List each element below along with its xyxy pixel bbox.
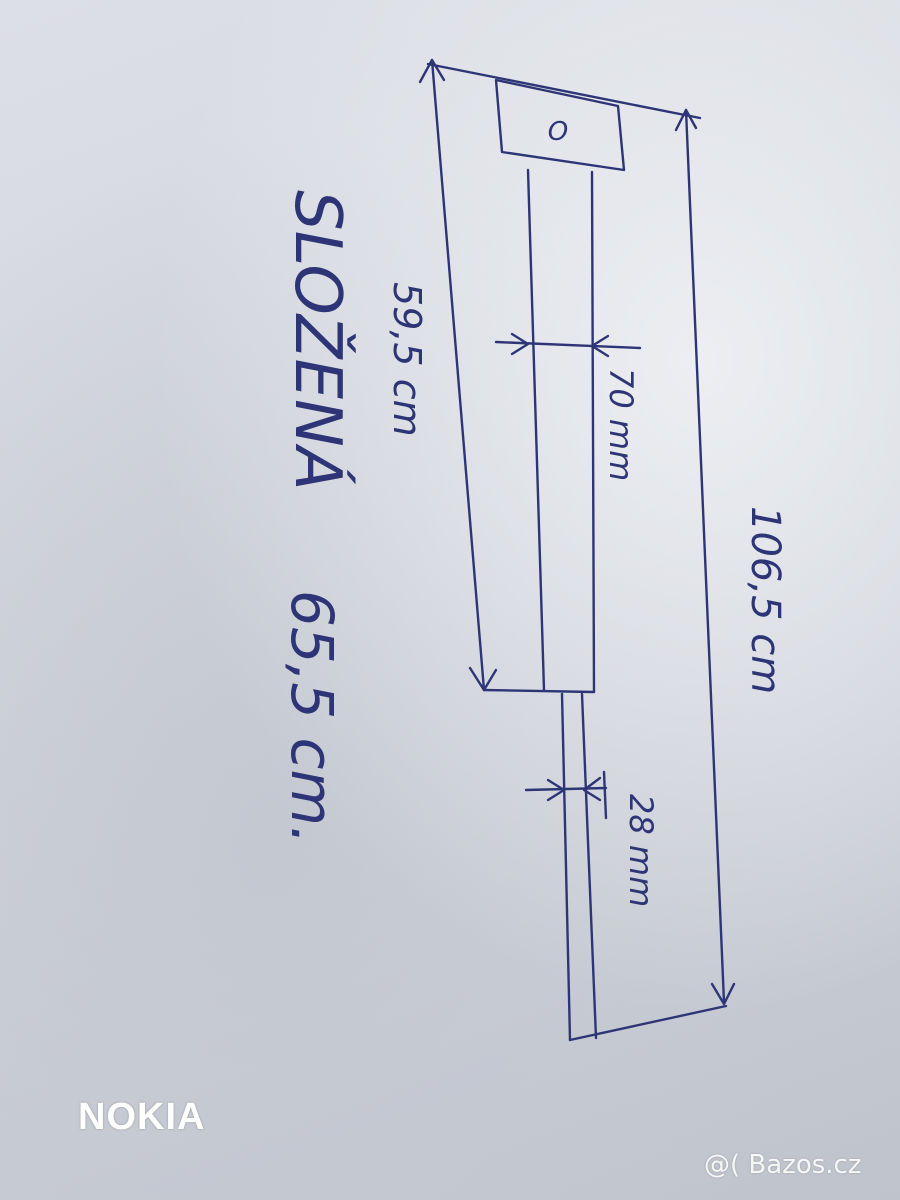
top-edge-line: [426, 62, 702, 120]
lower-bar-right-edge: [580, 692, 598, 1040]
folded-word-label: SLOŽENÁ: [280, 190, 356, 491]
lower-bar-bottom-edge: [568, 1004, 728, 1042]
width-28-arrow-right: [582, 776, 602, 802]
dim-right-label: 106,5 cm: [742, 506, 788, 694]
upper-bar-left-edge: [526, 168, 546, 692]
top-box: [494, 78, 626, 172]
width-70-arrow-right: [590, 334, 610, 358]
width-28-line: [524, 786, 608, 792]
upper-bar-bottom-edge: [482, 688, 596, 694]
outer-left-line: [430, 58, 486, 692]
left-dimension-arrow-top: [418, 58, 446, 84]
upper-bar-right-edge: [590, 170, 596, 694]
camera-brand-logo: NOKIA: [78, 1096, 206, 1138]
dim-left-label: 59,5 cm: [385, 282, 429, 437]
dim-top-width-label: 70 mm: [602, 368, 640, 481]
width-70-arrow-left: [510, 332, 530, 356]
right-dimension-arrow-top: [674, 108, 698, 132]
width-70-line: [494, 340, 642, 350]
folded-value-label: 65,5 cm.: [278, 590, 346, 844]
box-mark-label: O: [548, 117, 568, 147]
dim-bottom-width-label: 28 mm: [622, 794, 660, 907]
width-28-tick: [602, 770, 608, 820]
left-dimension-arrow-bottom: [468, 666, 498, 692]
width-28-arrow-left: [546, 778, 566, 802]
right-dimension-arrow-bottom: [710, 982, 736, 1006]
right-dimension-line: [684, 108, 726, 1004]
lower-bar-left-edge: [560, 692, 572, 1042]
site-watermark: @( Bazos.cz: [704, 1150, 862, 1180]
